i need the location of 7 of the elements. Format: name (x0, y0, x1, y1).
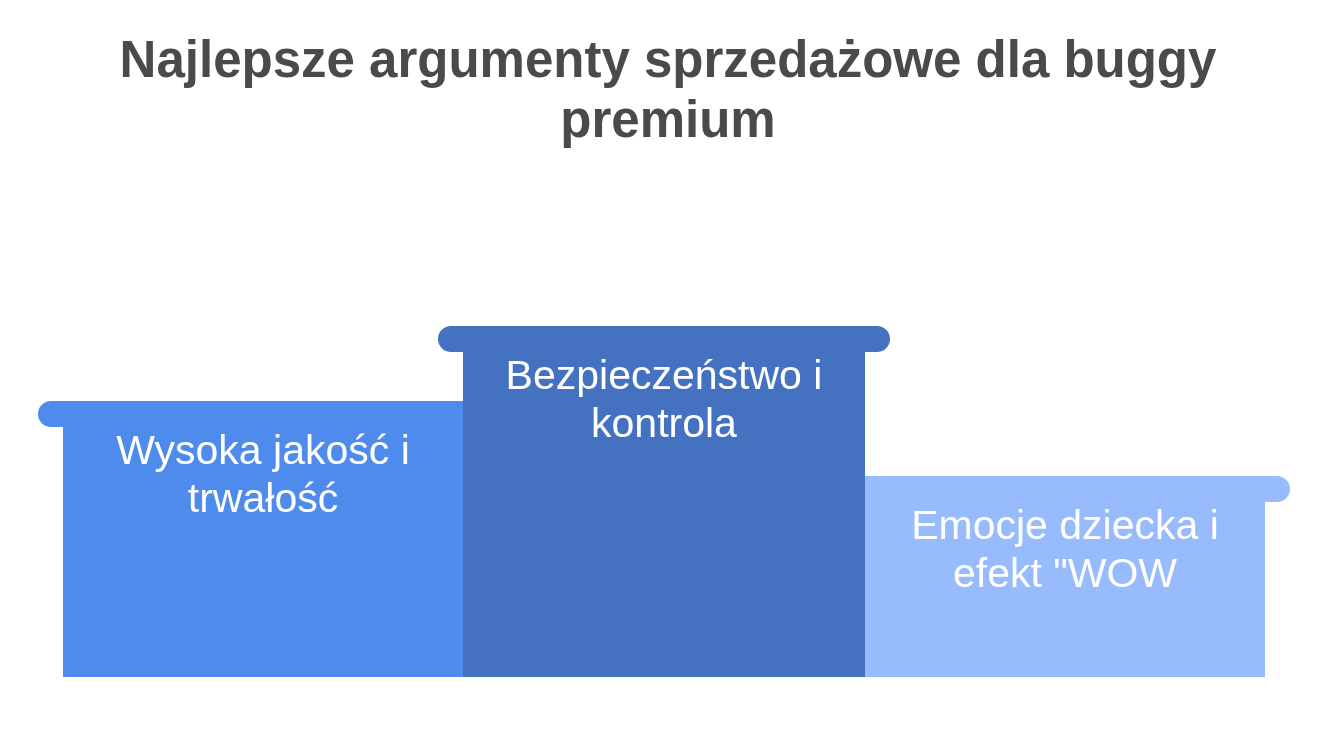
step-label: Emocje dziecka i efekt "WOW (910, 501, 1220, 597)
podium-step (865, 476, 1290, 677)
step-label: Bezpieczeństwo i kontrola (504, 351, 824, 447)
step-label: Wysoka jakość i trwałość (115, 426, 411, 522)
title: Najlepsze argumenty sprzedażowe dla buggy premium (118, 30, 1218, 150)
podium-step (438, 326, 890, 677)
podium-step (38, 401, 463, 677)
